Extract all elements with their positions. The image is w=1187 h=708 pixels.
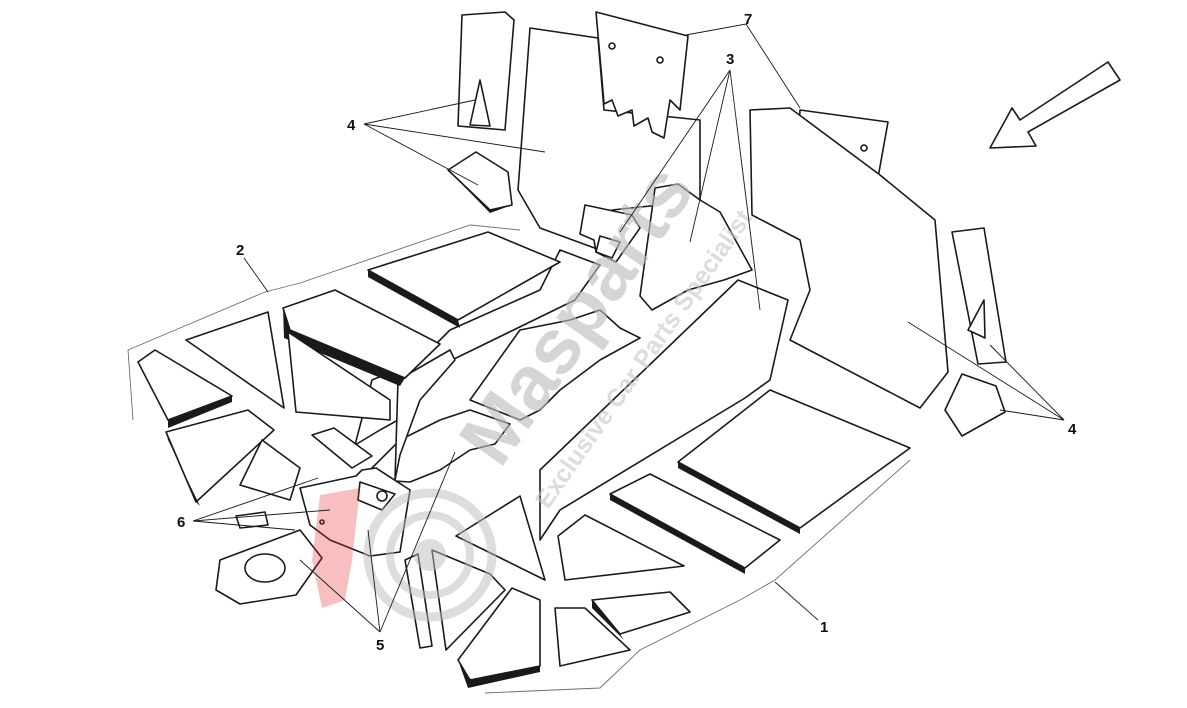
pedal-area-insulation [215,467,411,605]
tunnel-insulation [354,183,753,483]
insulation-bulkhead-right [749,107,949,409]
insulation-top-left-notched [595,11,689,139]
leader-lines [192,23,1065,633]
callout-2: 2 [236,242,244,259]
callout-5: 5 [376,637,384,654]
callout-7: 7 [744,11,752,28]
tunnel-side-wall [394,279,789,541]
callout-4-right: 4 [1068,421,1077,438]
floor-pads-left [137,231,561,506]
insulation-panel-rear-right [944,227,1007,437]
insulation-panel-rear-left [447,11,515,213]
callout-3: 3 [726,51,734,68]
group-boundaries [127,224,911,694]
callout-numbers: 7 3 4 2 4 6 1 5 [177,11,1077,654]
callout-6: 6 [177,514,185,531]
floor-pads-right [404,389,911,688]
masparts-logo-accent-icon [312,488,360,608]
callout-4-left: 4 [347,117,356,134]
callout-1: 1 [820,619,828,636]
front-direction-arrow-icon [989,61,1121,149]
